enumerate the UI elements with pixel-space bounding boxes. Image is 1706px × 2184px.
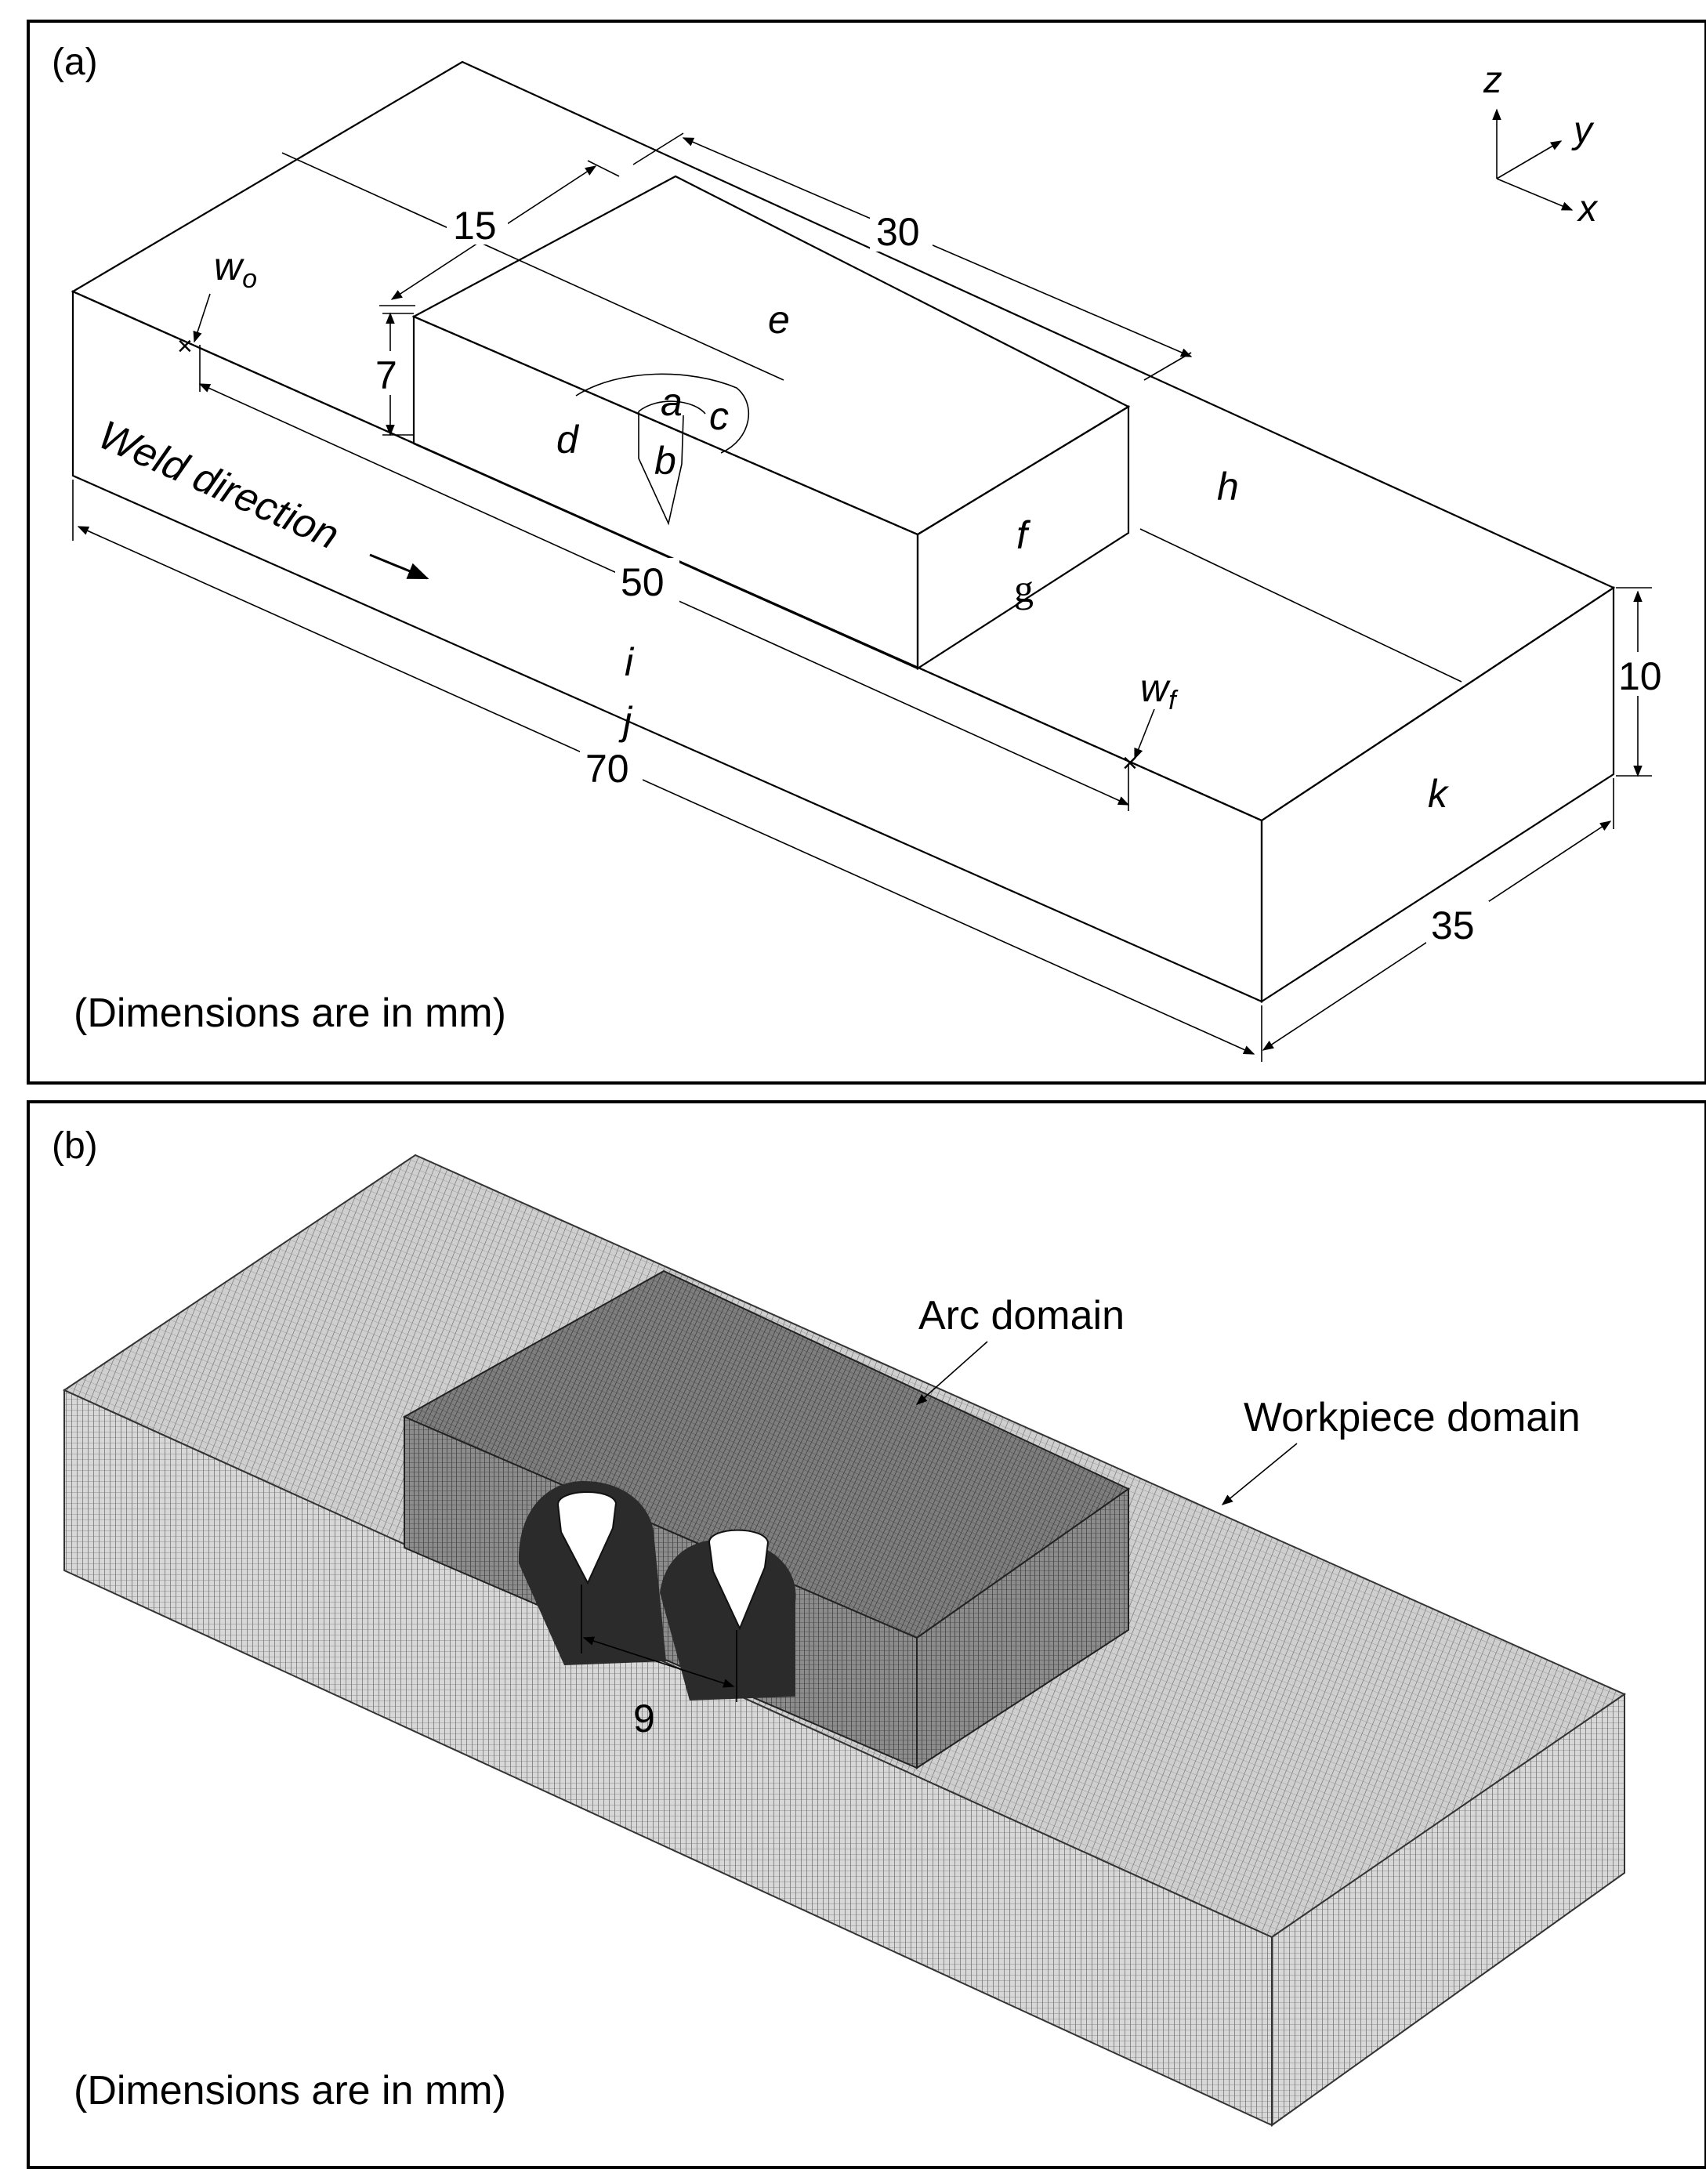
workpiece-top-face (71, 60, 1616, 822)
electrode-spacing: 9 (581, 1585, 737, 1740)
weld-start-arrow (193, 293, 211, 343)
weld-end-w: w (1140, 666, 1171, 710)
electrode-right (708, 1529, 770, 1631)
weld-end-label: wf (1140, 666, 1179, 715)
x-axis-arrow (1496, 178, 1574, 211)
arc-mesh-end (916, 1487, 1129, 1769)
arc-top-face (411, 175, 1131, 536)
y-axis-arrow (1496, 140, 1563, 179)
dim-30-ext-b (1143, 352, 1192, 381)
panel-a-frame (27, 20, 1706, 1085)
electrode-left (556, 1490, 618, 1585)
panel-a-label: (a) (52, 42, 98, 83)
workpiece-domain-arrow (1221, 1443, 1298, 1505)
electrodes (556, 1490, 770, 1631)
weld-start-label: wo (214, 244, 257, 294)
dim-15: 15 (453, 204, 497, 248)
label-h: h (1217, 465, 1239, 509)
y-axis-label: y (1571, 110, 1595, 151)
dim-35-bg (1426, 901, 1489, 945)
label-a: a (661, 380, 683, 424)
weld-start-w: w (214, 244, 244, 288)
weld-direction: Weld direction (92, 412, 429, 580)
label-e: e (768, 298, 790, 342)
axis-triad: z y x (1483, 60, 1599, 230)
panel-b-frame (27, 1100, 1706, 2169)
domain-line-right (1139, 528, 1462, 683)
spacing-line (582, 1636, 735, 1688)
dim-10: 10 (1618, 654, 1662, 698)
label-g: g (1014, 567, 1034, 610)
label-i: i (625, 640, 635, 684)
weld-direction-arrow (369, 553, 429, 580)
z-axis-label: z (1483, 60, 1502, 101)
label-d: d (556, 418, 580, 462)
dim-70-line (77, 526, 1255, 1055)
label-k: k (1428, 772, 1450, 816)
weld-end-sub: f (1168, 686, 1179, 715)
weld-direction-label: Weld direction (92, 412, 346, 559)
label-j: j (618, 699, 633, 743)
label-f: f (1016, 513, 1031, 557)
dim-70-bg (580, 744, 643, 788)
arc-domain-mesh (402, 1269, 1130, 1769)
callouts: Arc domain Workpiece domain (915, 1293, 1581, 1505)
weld-end-marker: × (1122, 748, 1138, 778)
panel-a-note: (Dimensions are in mm) (74, 991, 506, 1036)
panel-b: (b) 9 Arc domain (27, 1100, 1706, 2169)
workpiece-domain-label: Workpiece domain (1244, 1395, 1581, 1440)
label-c: c (709, 394, 729, 438)
dimension-lines: 15 30 7 50 70 (72, 132, 1669, 1062)
dim-30-ext-a (632, 132, 684, 165)
dim-30-bg (870, 208, 933, 252)
weld-start-marker: × (177, 331, 193, 361)
dim-30: 30 (876, 210, 920, 254)
weld-start-sub: o (242, 264, 257, 294)
spacing-label: 9 (633, 1697, 655, 1740)
arc-domain-arrow (915, 1341, 988, 1405)
dim-35: 35 (1431, 904, 1475, 947)
dim-15-ext-b (587, 160, 620, 177)
panel-b-label: (b) (52, 1125, 98, 1167)
workpiece-mesh-end (1271, 1693, 1625, 2127)
dim-15-bg (447, 202, 508, 244)
domain-line-left (281, 152, 784, 381)
arc-front-face (412, 315, 919, 670)
dim-30-line (682, 137, 1193, 357)
arc-domain-label: Arc domain (918, 1293, 1125, 1338)
x-axis-label: x (1577, 188, 1599, 230)
panel-b-note: (Dimensions are in mm) (74, 2068, 506, 2113)
workpiece-end-face (1260, 585, 1615, 1004)
dim-10-bg (1616, 652, 1669, 696)
label-b: b (654, 439, 676, 483)
panel-a: (a) a b c d e f g (27, 20, 1706, 1085)
dim-50: 50 (621, 560, 665, 604)
dim-70: 70 (585, 747, 629, 791)
dim-7: 7 (375, 353, 397, 397)
